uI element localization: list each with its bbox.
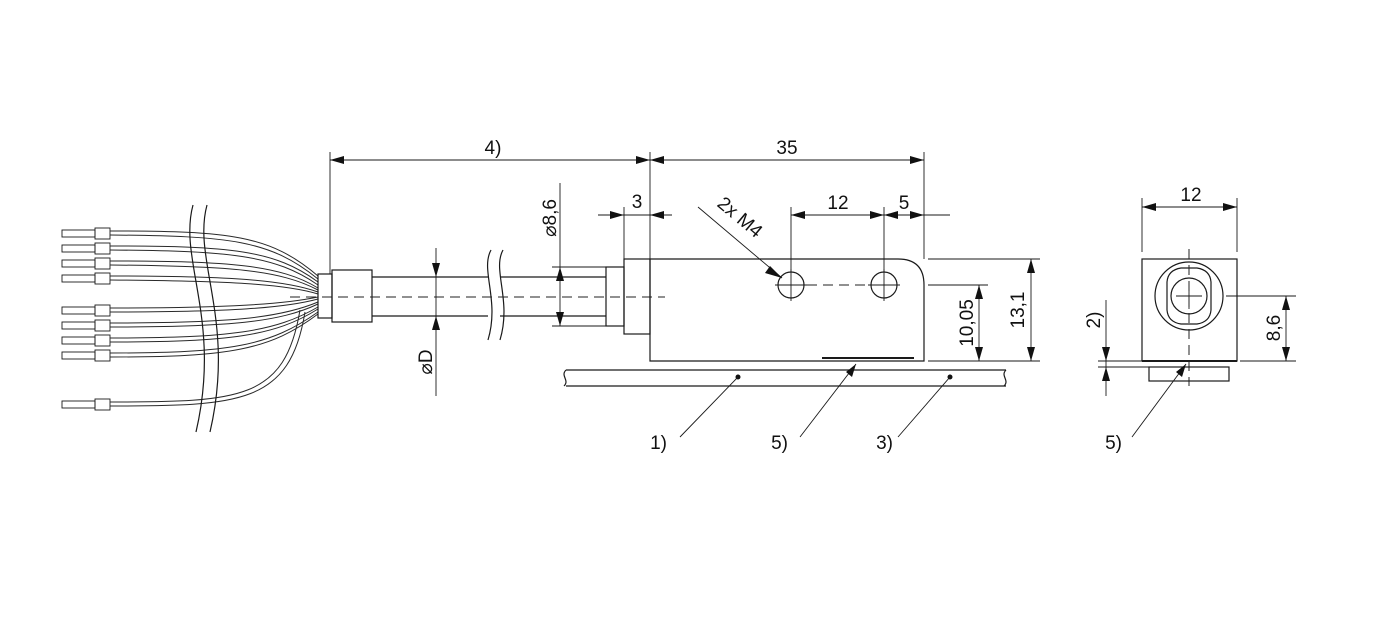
dim-dia-86: ⌀8,6: [540, 199, 561, 237]
cable: [290, 249, 665, 341]
mounting-hole-2: [868, 269, 900, 301]
mounting-rail: [563, 369, 1007, 387]
sensor-side-view: [1141, 249, 1238, 386]
dim-holes-spec: 2x M4: [713, 193, 766, 243]
wires: [109, 230, 319, 407]
callout-3: 3): [876, 433, 893, 454]
sensor-body-front: [649, 258, 925, 362]
dim-height-131: 13,1: [1008, 292, 1029, 329]
dim-side-height: 8,6: [1264, 315, 1285, 341]
dim-dia-d: ⌀D: [416, 349, 437, 374]
dim-body-length: 35: [776, 138, 797, 159]
callout-1: 1): [650, 433, 667, 454]
callout-5-side: 5): [1105, 433, 1122, 454]
wire-ferrules: [61, 227, 111, 411]
wire-bundle: [61, 204, 319, 433]
mounting-hole-1: [775, 269, 807, 301]
dim-hole-spacing: 12: [827, 193, 848, 214]
callouts-front: 1) 5) 3): [650, 363, 953, 454]
dim-side-width: 12: [1180, 185, 1201, 206]
dimensions-front: 4) 35 3 ⌀8,6 ⌀D 2x M4 12: [329, 138, 1040, 396]
dim-offset-3: 3: [632, 192, 643, 213]
dim-cable-length: 4): [485, 138, 502, 159]
dim-height-1005: 10,05: [957, 299, 978, 347]
dimensions-side: 12 8,6 2) 5): [1084, 185, 1296, 454]
dim-side-note-2: 2): [1084, 312, 1105, 329]
callout-5: 5): [771, 433, 788, 454]
dim-hole-edge: 5: [899, 193, 910, 214]
